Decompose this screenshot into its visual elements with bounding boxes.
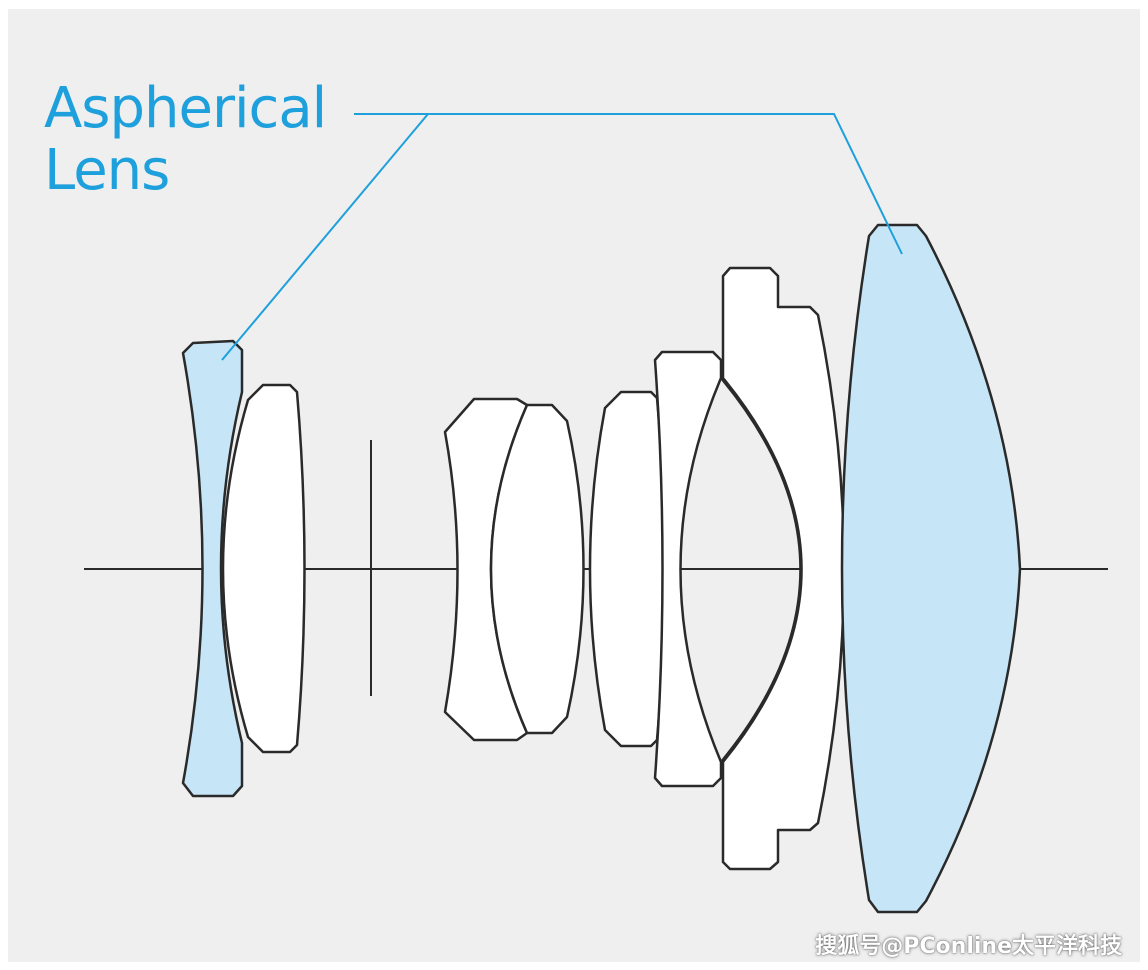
leader-line-to-rear-lens <box>428 113 903 255</box>
aspherical-lens-label: Aspherical Lens <box>44 76 327 203</box>
aspherical-lens-front <box>181 339 244 798</box>
aspherical-lens-rear <box>840 223 1022 914</box>
label-line-2: Lens <box>44 138 170 203</box>
lens-element-5 <box>588 390 666 748</box>
lens-element-4 <box>489 403 585 735</box>
lens-element-7-inner-surface <box>720 377 802 763</box>
label-line-1: Aspherical <box>44 76 327 141</box>
lens-element-6 <box>653 350 723 788</box>
lens-element-2 <box>221 383 306 754</box>
watermark: 搜狐号@PConline太平洋科技 <box>815 934 1122 959</box>
